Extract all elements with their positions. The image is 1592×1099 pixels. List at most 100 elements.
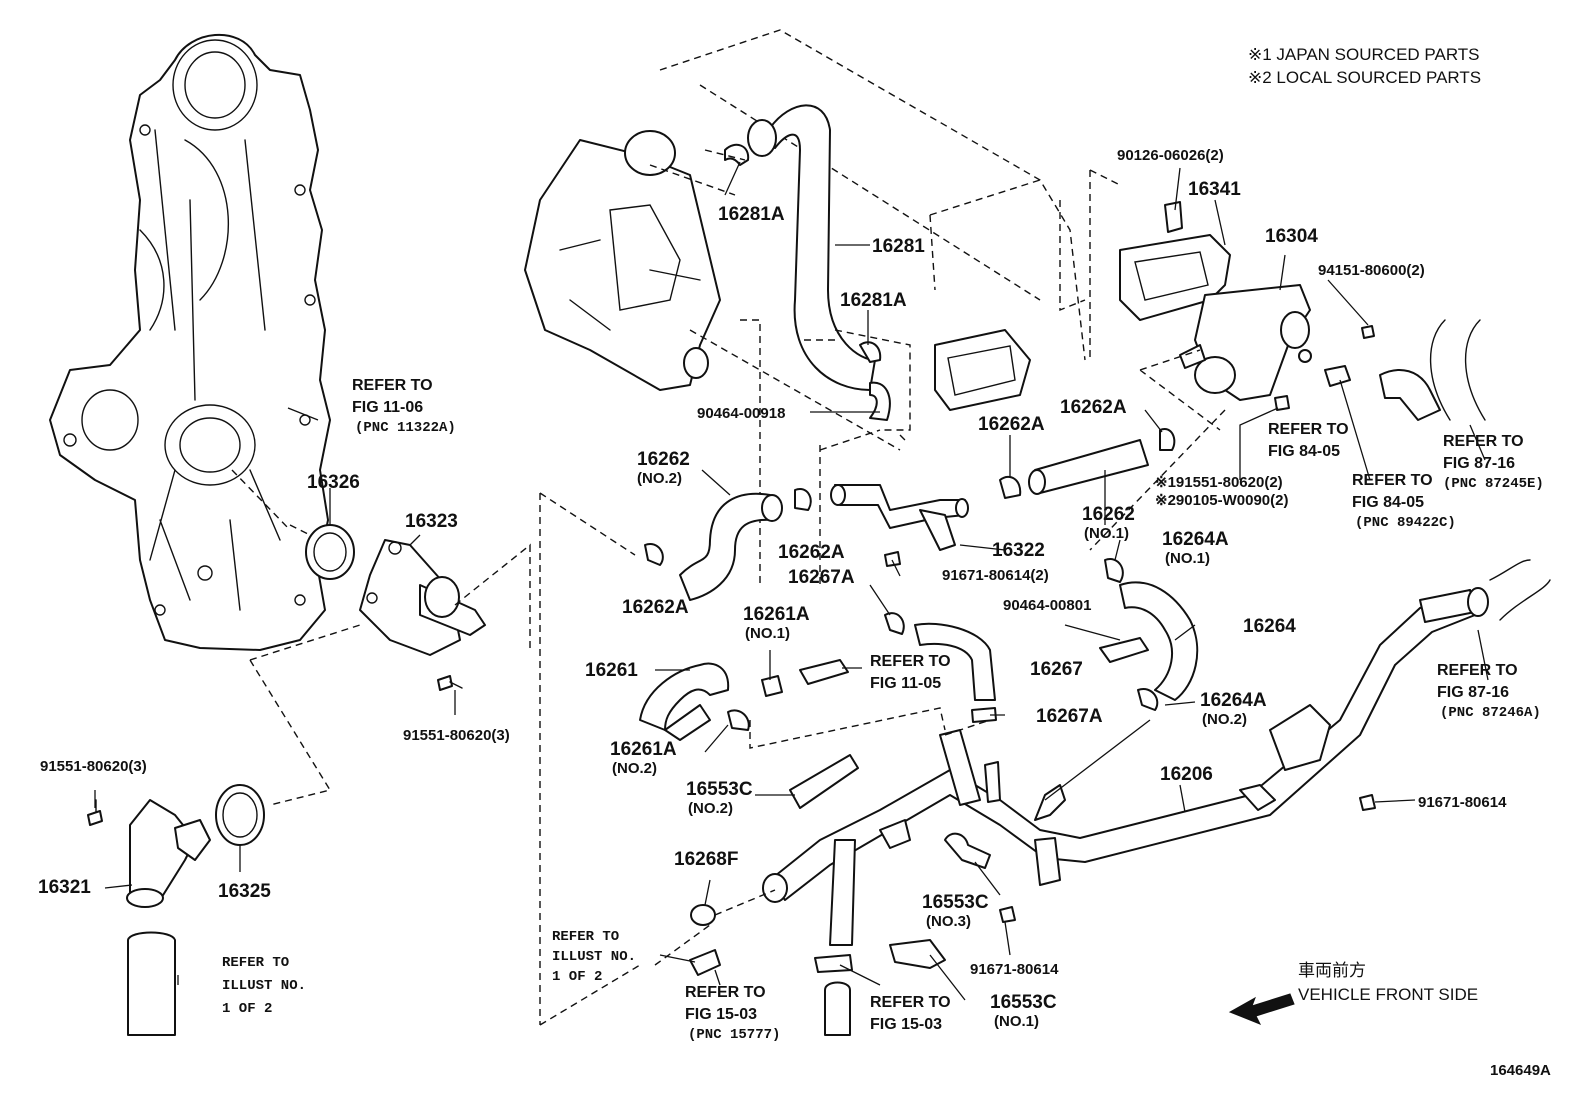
hose-end-drawing [127,931,176,1036]
svg-text:1 OF 2: 1 OF 2 [222,1001,272,1017]
clamp-icon [1159,428,1176,451]
svg-text:REFER TO: REFER TO [685,984,766,1001]
svg-text:FIG 11-06: FIG 11-06 [352,399,423,416]
note-local: ※2 LOCAL SOURCED PARTS [1248,68,1481,87]
outlet-16304-drawing [1179,284,1311,401]
ref-fig-11-05: REFER TO FIG 11-05 [870,653,951,692]
hose-end-drawing [824,981,851,1036]
clip-drawing [1099,637,1149,663]
bolt-icon [87,799,103,826]
label-16281A-top: 16281A [718,204,785,225]
label-16261: 16261 [585,660,638,681]
label-16262A-b: 16262A [1060,397,1127,418]
clamp-icon [1104,558,1124,583]
hose-16262-no2-drawing [679,492,776,601]
label-90126: 90126-06026(2) [1117,147,1224,164]
label-16553C-no2: 16553C [686,779,753,800]
svg-text:FIG 87-16: FIG 87-16 [1443,455,1515,472]
ref-fig-15-03-a: REFER TO FIG 15-03 (PNC 15777) [685,984,780,1043]
bolt-icon [1359,794,1376,811]
arrow-left-icon [1228,993,1295,1025]
pipe-16321-drawing [126,799,211,908]
bracket-16553C-no2-drawing [789,754,859,809]
svg-text:1 OF 2: 1 OF 2 [552,969,602,985]
label-16322: 16322 [992,540,1045,561]
label-16261A-no2-sub: (NO.2) [612,760,657,777]
ref-fig-11-06: REFER TO FIG 11-06 (PNC 11322A) [352,377,456,436]
gasket-plate-drawing [934,329,1031,411]
label-191551: ※191551-80620(2) [1155,474,1283,491]
svg-text:REFER TO: REFER TO [1443,433,1524,450]
svg-text:(PNC 87245E): (PNC 87245E) [1443,476,1544,492]
pipe-16322-drawing [830,484,969,551]
label-16267A-b: 16267A [1036,706,1103,727]
ref-fig-15-03-b: REFER TO FIG 15-03 [870,994,951,1033]
label-94151: 94151-80600(2) [1318,262,1425,279]
clamp-icon [999,475,1022,499]
clamp-icon [814,954,853,973]
clamp-icon [761,675,783,697]
label-90464-00801: 90464-00801 [1003,597,1091,614]
svg-text:ILLUST NO.: ILLUST NO. [552,949,636,965]
label-16321: 16321 [38,877,91,898]
hose-16281-drawing [747,104,876,391]
label-91551-3a: 91551-80620(3) [403,727,510,744]
svg-text:REFER TO: REFER TO [222,955,289,971]
clamp-16553C-no3-drawing [944,832,991,869]
gasket-16341-drawing [1119,201,1231,321]
clamp-icon [859,341,882,363]
label-16281A-mid: 16281A [840,290,907,311]
label-16261A-no1: 16261A [743,604,810,625]
cylinder-head-drawing [524,130,721,391]
label-16206: 16206 [1160,764,1213,785]
label-16553C-no1: 16553C [990,992,1057,1013]
label-16264: 16264 [1243,616,1296,637]
svg-text:FIG 84-05: FIG 84-05 [1268,443,1340,460]
clamp-icon [869,381,891,421]
label-16553C-no2-sub: (NO.2) [688,800,733,817]
note-japan: ※1 JAPAN SOURCED PARTS [1248,45,1480,64]
label-16264A-no2-sub: (NO.2) [1202,711,1247,728]
label-16262-no2-sub: (NO.2) [637,470,682,487]
label-91551-3b: 91551-80620(3) [40,758,147,775]
clamp-icon [884,612,905,635]
label-16267: 16267 [1030,659,1083,680]
hose-16261-drawing [639,662,730,731]
ref-fig-84-05-a: REFER TO FIG 84-05 [1268,421,1349,460]
label-16267A-a: 16267A [788,567,855,588]
label-90464-00918: 90464-00918 [697,405,785,422]
label-290105: ※290105-W0090(2) [1155,492,1288,509]
label-16262-no1: 16262 [1082,504,1135,525]
bolt-icon [437,675,463,691]
svg-text:FIG 15-03: FIG 15-03 [870,1016,942,1033]
clamp-icon [724,143,750,166]
clamp-icon [727,709,750,731]
label-16261A-no2: 16261A [610,739,677,760]
label-16304: 16304 [1265,226,1318,247]
label-16323: 16323 [405,511,458,532]
ref-illust-mid: REFER TO ILLUST NO. 1 OF 2 [552,929,636,985]
housing-16323-drawing [359,539,486,656]
clamp-icon [971,707,997,723]
svg-text:REFER TO: REFER TO [352,377,433,394]
ref-fig-87-16-a: REFER TO FIG 87-16 (PNC 87245E) [1443,433,1544,492]
clamp-icon [1137,688,1159,711]
label-16262A-c: 16262A [778,542,845,563]
direction-jp: 車両前方 [1298,961,1366,980]
svg-text:REFER TO: REFER TO [870,653,951,670]
svg-text:(PNC 15777): (PNC 15777) [688,1027,780,1043]
hose-16267-drawing [914,622,996,701]
ref-fig-84-05-b: REFER TO FIG 84-05 (PNC 89422C) [1352,472,1456,531]
svg-text:(PNC 87246A): (PNC 87246A) [1440,705,1541,721]
ref-illust-left: REFER TO ILLUST NO. 1 OF 2 [222,955,306,1017]
svg-text:REFER TO: REFER TO [870,994,951,1011]
clamp-icon [794,488,812,511]
bolt-icon [884,551,901,567]
hose-end-drawing [1379,369,1441,421]
label-16281: 16281 [872,236,925,257]
timing-cover-drawing [49,33,331,651]
svg-text:(PNC 89422C): (PNC 89422C) [1355,515,1456,531]
svg-text:REFER TO: REFER TO [1437,662,1518,679]
